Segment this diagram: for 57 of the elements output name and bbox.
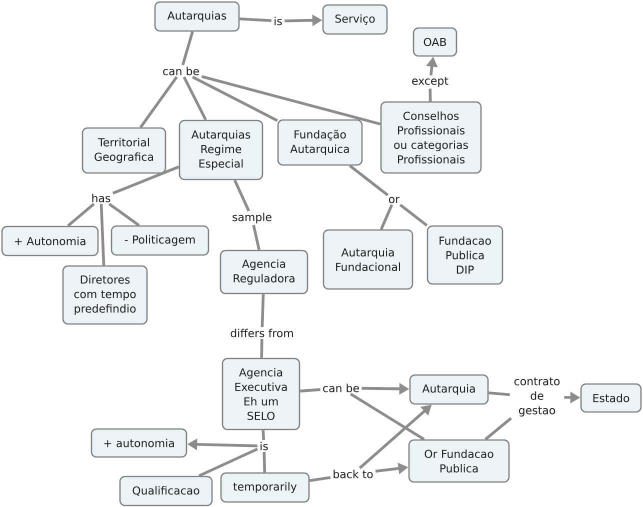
- connector-line: [201, 75, 381, 126]
- concept-box: Diretores com tempo predefindio: [62, 265, 148, 325]
- connector-line: [181, 31, 194, 66]
- connector-line: [309, 476, 331, 482]
- linking-phrase: contrato de gestao: [510, 376, 564, 418]
- connector-line: [252, 224, 260, 250]
- connector-line: [108, 202, 140, 226]
- connector-line: [139, 76, 178, 128]
- connector-line: [182, 76, 207, 120]
- concept-box: + autonomia: [90, 428, 188, 458]
- connector-line: [100, 204, 106, 266]
- connector-line: [67, 202, 95, 227]
- connector-line: [262, 452, 266, 472]
- linking-phrase: except: [410, 76, 450, 88]
- connector-line: [192, 76, 278, 122]
- linking-phrase: can be: [160, 65, 202, 77]
- connector-line: [380, 204, 394, 230]
- linking-phrase: differs from: [228, 327, 296, 339]
- connector-line: [348, 164, 389, 196]
- concept-box: temporarily: [220, 472, 310, 503]
- linking-phrase: can be: [320, 382, 362, 394]
- connector-line: [428, 88, 432, 102]
- concept-box: Estado: [580, 383, 642, 413]
- concept-box: Autarquias Regime Especial: [178, 120, 264, 180]
- concept-box: + Autonomia: [1, 226, 99, 256]
- connector-line: [399, 204, 428, 227]
- connector-line: [350, 392, 425, 441]
- concept-box: Agencia Reguladora: [220, 250, 308, 294]
- concept-box: Autarquia Fundacional: [322, 229, 414, 290]
- concept-box: Conselhos Profissionais ou categorias Profissionais: [380, 101, 482, 174]
- linking-phrase: sample: [230, 211, 274, 225]
- linking-phrase: or: [386, 195, 402, 205]
- concept-box: Fundação Autarquica: [277, 119, 363, 166]
- linking-phrase: is: [272, 15, 284, 27]
- connector-line: [260, 294, 265, 328]
- linking-phrase: has: [89, 192, 113, 204]
- concept-box: Qualificacao: [119, 476, 213, 506]
- connector-line: [240, 17, 272, 22]
- concept-box: Fundacao Publica DIP: [426, 225, 504, 285]
- concept-box: OAB: [412, 27, 458, 57]
- concept-box: Agencia Executiva Eh um SELO: [222, 358, 300, 430]
- connector-line: [484, 417, 512, 440]
- concept-box: Autarquias: [154, 1, 240, 32]
- concept-box: Serviço: [322, 4, 388, 35]
- concept-box: Or Fundacao Publica: [408, 439, 510, 483]
- connector-line: [262, 430, 266, 440]
- concept-box: Autarquia: [409, 374, 489, 405]
- linking-phrase: is: [258, 440, 270, 452]
- connector-line: [233, 180, 250, 212]
- linking-phrase: back to: [330, 468, 376, 480]
- connector-line: [198, 448, 258, 478]
- concept-box: Territorial Geografica: [82, 127, 166, 174]
- connector-line: [488, 392, 510, 396]
- connector-line: [260, 338, 264, 358]
- connector-line: [112, 166, 180, 195]
- connector-line: [300, 388, 320, 392]
- concept-box: - Politicagem: [110, 225, 210, 256]
